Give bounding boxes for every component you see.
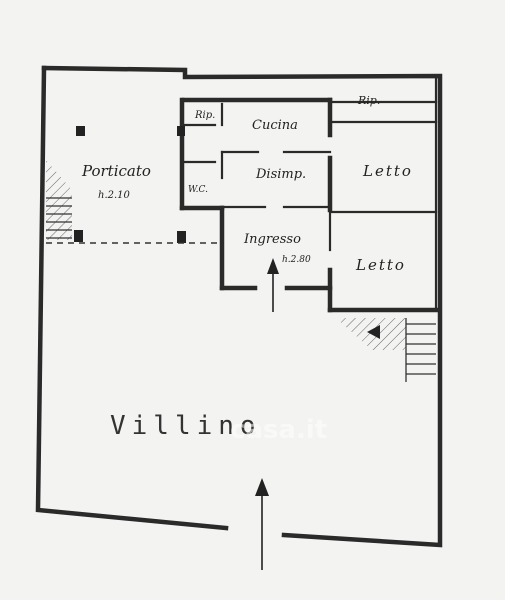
wc-label: W.C. <box>188 185 208 195</box>
portico-height-label: h.2.10 <box>98 190 131 201</box>
lot-boundary <box>35 65 443 548</box>
storage-small-label: Rip. <box>194 110 215 121</box>
right-stairs <box>336 318 436 382</box>
left-stairs <box>46 160 72 240</box>
building-walls <box>179 76 441 313</box>
kitchen-label: Cucina <box>252 118 298 133</box>
bedroom-2-label: Letto <box>355 256 406 274</box>
portico-label: Porticato <box>81 162 151 180</box>
stair-arrow-icon <box>367 325 380 339</box>
gate-arrow-icon <box>255 478 269 570</box>
entrance-label: Ingresso <box>243 232 301 247</box>
pillars <box>74 126 186 243</box>
entrance-height-label: h.2.80 <box>282 255 311 265</box>
watermark: casa.it <box>230 415 327 445</box>
storage-top-label: Rip. <box>357 94 380 107</box>
entrance-arrow-icon <box>267 258 279 312</box>
hallway-label: Disimp. <box>255 167 306 182</box>
bedroom-1-label: Letto <box>362 162 413 180</box>
garden-label: Villino <box>110 411 262 441</box>
